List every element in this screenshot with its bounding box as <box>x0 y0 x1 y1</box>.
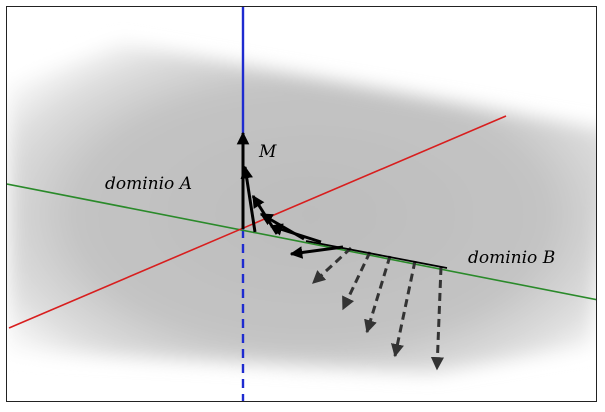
diagram-canvas: M dominio A dominio B <box>7 7 596 401</box>
vector-b3 <box>364 255 392 334</box>
domain-b-vectors <box>311 246 445 371</box>
y-axis <box>7 183 596 301</box>
vector-a1 <box>240 165 257 233</box>
vector-a4 <box>269 223 322 244</box>
diagram-frame: M dominio A dominio B <box>6 6 597 402</box>
label-domain-a: dominio A <box>105 174 192 194</box>
label-m: M <box>258 142 277 162</box>
domain-b-guide <box>305 240 448 269</box>
vector-b5 <box>430 266 445 371</box>
label-domain-b: dominio B <box>468 248 555 268</box>
domain-a-vectors <box>236 131 344 259</box>
interface-plane <box>9 43 596 373</box>
vector-a5 <box>289 245 344 259</box>
vector-b1 <box>311 246 353 285</box>
vector-b4 <box>390 260 417 358</box>
x-axis <box>8 115 507 329</box>
vector-b2 <box>341 251 372 311</box>
